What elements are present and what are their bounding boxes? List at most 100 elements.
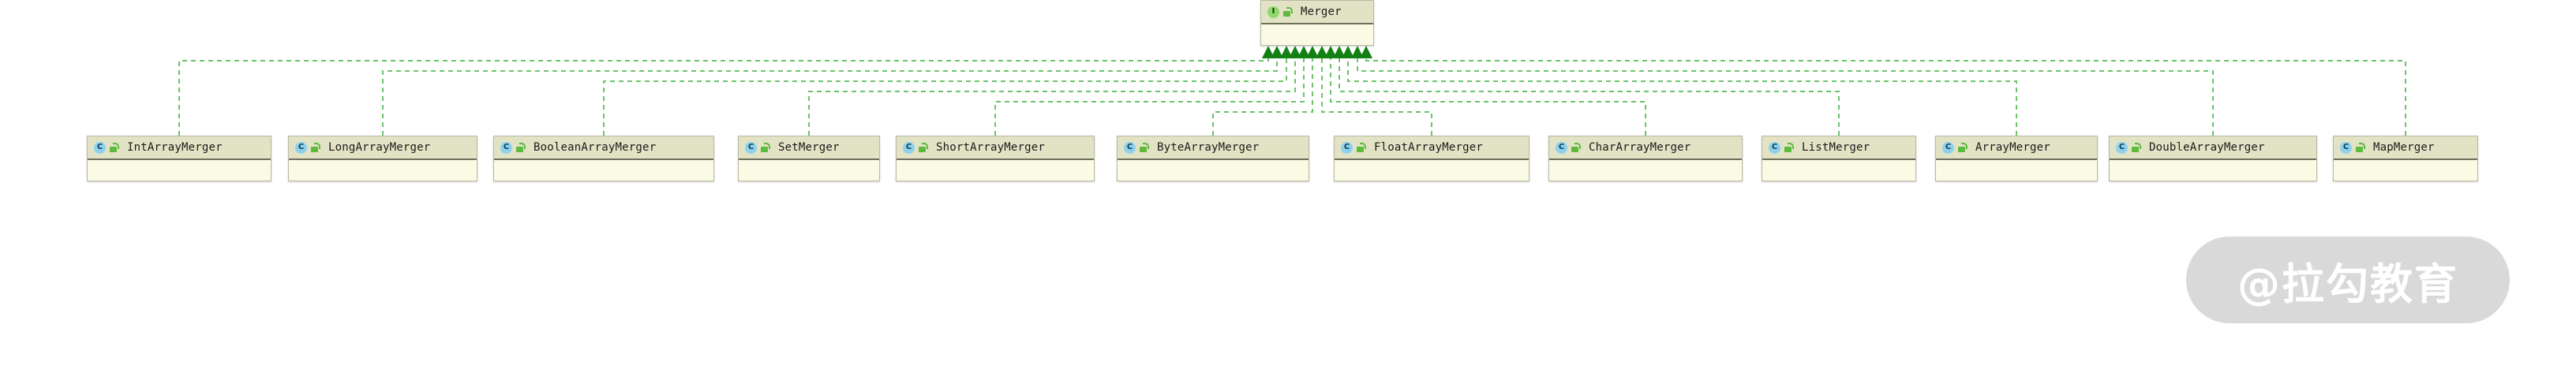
uml-node-header: C ShortArrayMerger: [897, 136, 1094, 160]
realization-arrowhead-listmerger: [1333, 46, 1346, 58]
realization-arrowhead-arraymerger: [1342, 46, 1354, 58]
uml-node-header: C ListMerger: [1762, 136, 1915, 160]
realization-edge-longarraymerger: [382, 57, 1278, 136]
uml-node-header: C ByteArrayMerger: [1118, 136, 1309, 160]
uml-node-header: C SetMerger: [739, 136, 879, 160]
uml-node-members: [2110, 160, 2316, 181]
uml-node-setmerger[interactable]: C SetMerger: [738, 136, 880, 181]
realization-edge-chararraymerger: [1330, 57, 1646, 136]
realization-edge-arraymerger: [1347, 57, 2017, 136]
realization-edge-bytearraymerger: [1212, 57, 1313, 136]
class-icon: C: [2340, 141, 2352, 154]
realization-arrowhead-doublearraymerger: [1351, 46, 1364, 58]
uml-node-title: ListMerger: [1802, 141, 1870, 154]
class-icon: C: [903, 141, 915, 154]
realization-edge-doublearraymerger: [1357, 57, 2214, 136]
uml-node-title: CharArrayMerger: [1589, 141, 1691, 154]
uml-node-title: MapMerger: [2373, 141, 2435, 154]
realization-arrowhead-bytearraymerger: [1306, 46, 1319, 58]
uml-node-members: [289, 160, 477, 181]
class-icon: C: [745, 141, 757, 154]
uml-node-header: C DoubleArrayMerger: [2110, 136, 2316, 160]
uml-node-merger[interactable]: I Merger: [1260, 0, 1374, 46]
uml-node-members: [897, 160, 1094, 181]
uml-node-mapmerger[interactable]: C MapMerger: [2333, 136, 2478, 181]
uml-node-members: [1335, 160, 1529, 181]
realization-arrowhead-booleanarraymerger: [1280, 46, 1293, 58]
public-unlocked-icon: [1140, 143, 1149, 152]
class-icon: C: [2116, 141, 2128, 154]
public-unlocked-icon: [110, 143, 119, 152]
public-unlocked-icon: [761, 143, 770, 152]
class-icon: C: [1341, 141, 1353, 154]
uml-node-members: [1936, 160, 2097, 181]
uml-node-booleanarraymerger[interactable]: C BooleanArrayMerger: [493, 136, 714, 181]
public-unlocked-icon: [516, 143, 526, 152]
realization-edge-mapmerger: [1365, 57, 2406, 136]
class-icon: C: [1124, 141, 1136, 154]
realization-arrowhead-floatarraymerger: [1316, 46, 1328, 58]
realization-edge-floatarraymerger: [1321, 57, 1432, 136]
uml-node-title: ArrayMerger: [1975, 141, 2050, 154]
watermark-badge: @拉勾教育: [2186, 237, 2510, 323]
realization-arrowhead-intarraymerger: [1262, 46, 1275, 58]
uml-node-title: IntArrayMerger: [127, 141, 223, 154]
uml-node-members: [88, 160, 271, 181]
uml-node-doublearraymerger[interactable]: C DoubleArrayMerger: [2109, 136, 2317, 181]
realization-edge-booleanarraymerger: [603, 57, 1287, 136]
realization-edge-listmerger: [1339, 57, 1840, 136]
uml-node-header: C BooleanArrayMerger: [494, 136, 713, 160]
uml-node-members: [1549, 160, 1742, 181]
uml-node-header: C MapMerger: [2334, 136, 2477, 160]
uml-node-title: SetMerger: [778, 141, 840, 154]
uml-node-shortarraymerger[interactable]: C ShortArrayMerger: [896, 136, 1095, 181]
uml-node-title: Merger: [1301, 6, 1342, 18]
realization-arrowhead-shortarraymerger: [1297, 46, 1310, 58]
uml-node-members: [1762, 160, 1915, 181]
public-unlocked-icon: [1571, 143, 1581, 152]
uml-node-members: [739, 160, 879, 181]
class-icon: C: [1769, 141, 1780, 154]
class-icon: C: [1942, 141, 1954, 154]
uml-node-members: [494, 160, 713, 181]
watermark-text: @拉勾教育: [2237, 259, 2458, 309]
public-unlocked-icon: [1357, 143, 1366, 152]
public-unlocked-icon: [2356, 143, 2365, 152]
public-unlocked-icon: [1958, 143, 1968, 152]
uml-node-bytearraymerger[interactable]: C ByteArrayMerger: [1117, 136, 1309, 181]
public-unlocked-icon: [1784, 143, 1794, 152]
uml-node-members: [1118, 160, 1309, 181]
realization-arrowhead-mapmerger: [1360, 46, 1372, 58]
public-unlocked-icon: [919, 143, 928, 152]
uml-node-title: DoubleArrayMerger: [2149, 141, 2265, 154]
realization-edge-shortarraymerger: [994, 57, 1305, 136]
class-icon: C: [500, 141, 512, 154]
uml-node-members: [2334, 160, 2477, 181]
uml-node-title: FloatArrayMerger: [1374, 141, 1484, 154]
realization-edge-setmerger: [808, 57, 1296, 136]
realization-arrowhead-setmerger: [1289, 46, 1301, 58]
uml-node-members: [1261, 24, 1373, 45]
uml-node-title: ShortArrayMerger: [936, 141, 1046, 154]
interface-icon: I: [1267, 6, 1279, 18]
public-unlocked-icon: [1283, 7, 1293, 17]
uml-node-floatarraymerger[interactable]: C FloatArrayMerger: [1334, 136, 1530, 181]
uml-node-header: I Merger: [1261, 1, 1373, 24]
realization-arrowhead-chararraymerger: [1324, 46, 1337, 58]
public-unlocked-icon: [2132, 143, 2141, 152]
uml-node-title: LongArrayMerger: [328, 141, 431, 154]
uml-node-listmerger[interactable]: C ListMerger: [1762, 136, 1916, 181]
realization-edge-intarraymerger: [178, 57, 1269, 136]
uml-node-title: BooleanArrayMerger: [534, 141, 657, 154]
uml-node-arraymerger[interactable]: C ArrayMerger: [1935, 136, 2098, 181]
uml-node-header: C FloatArrayMerger: [1335, 136, 1529, 160]
uml-node-title: ByteArrayMerger: [1157, 141, 1260, 154]
